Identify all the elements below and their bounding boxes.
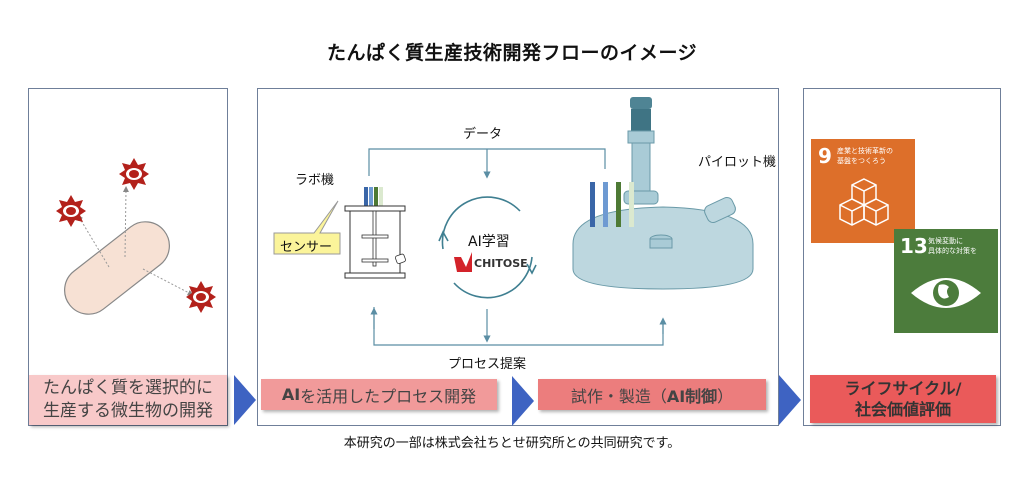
ai-learning-cycle-icon [438, 196, 537, 299]
flow-arrow-3-icon [779, 375, 801, 425]
label-line: 社会価値評価 [854, 400, 951, 419]
ai-learning-label: AI学習 [468, 234, 510, 250]
sdg-text: 産業と技術革新の [837, 147, 893, 155]
data-label: データ [463, 127, 503, 142]
panel-microbe-development: たんぱく質を選択的に 生産する微生物の開発 [28, 88, 228, 426]
label-line: 生産する微生物の開発 [43, 401, 213, 421]
infrastructure-cubes-icon [839, 178, 889, 226]
sdg-text: 具体的な対策を [928, 247, 977, 255]
sdg-goal-13-badge: 13 気候変動に 具体的な対策を [894, 229, 998, 333]
page-title: たんぱく質生産技術開発フローのイメージ [326, 42, 698, 64]
sensor-label: センサー [280, 240, 333, 255]
panel-ai-process: データ ラボ機 センサー AI学習 CHITOSE パイロット機 プロセス提案 … [257, 88, 779, 426]
secretion-arrow [122, 186, 129, 258]
label-line: ライフサイクル/ [844, 379, 962, 398]
lab-bioreactor-icon [344, 187, 406, 279]
label-microbe-development: たんぱく質を選択的に 生産する微生物の開発 [29, 375, 227, 425]
process-illustration [273, 97, 754, 346]
label-text: を活用したプロセス開発 [300, 386, 477, 406]
lab-machine-label: ラボ機 [295, 173, 335, 188]
label-bold: AI制御 [666, 386, 718, 406]
label-trial-production: 試作・製造（AI制御） [538, 379, 766, 410]
sdg-text: 基盤をつくろう [837, 157, 886, 165]
sdg-number: 13 [900, 234, 928, 258]
protein-icon [186, 281, 216, 313]
chitose-logo-text: CHITOSE [474, 257, 528, 270]
microbe-illustration [56, 158, 216, 315]
label-bold: AI [281, 385, 301, 404]
label-line: たんぱく質を選択的に [43, 378, 213, 398]
chitose-logo-icon [454, 252, 472, 272]
proposal-flow-line [373, 307, 664, 346]
label-text: 試作・製造（ [570, 386, 667, 406]
protein-icon [56, 195, 86, 227]
secretion-arrow [77, 214, 110, 268]
pilot-bioreactor-icon [572, 97, 754, 290]
panel-lifecycle-evaluation: 9 産業と技術革新の 基盤をつくろう 13 気候変動に 具体的な対策を ライフサ… [803, 88, 1001, 426]
flow-arrow-1-icon [234, 375, 256, 425]
sdg-goal-9-badge: 9 産業と技術革新の 基盤をつくろう [811, 139, 915, 243]
process-proposal-label: プロセス提案 [448, 357, 527, 372]
secretion-arrow [142, 268, 194, 296]
sdg-text: 気候変動に [928, 237, 963, 245]
pilot-machine-label: パイロット機 [698, 155, 777, 170]
label-lifecycle-evaluation: ライフサイクル/ 社会価値評価 [810, 375, 996, 423]
eye-globe-icon [911, 278, 981, 308]
protein-icon [119, 158, 149, 190]
flow-arrow-2-icon [512, 376, 534, 426]
sdg-number: 9 [818, 144, 832, 168]
sensor-callout [273, 200, 341, 255]
footnote: 本研究の一部は株式会社ちとせ研究所との共同研究です。 [343, 436, 681, 451]
label-text: ） [717, 386, 734, 406]
bacterium-cell-icon [64, 221, 170, 315]
